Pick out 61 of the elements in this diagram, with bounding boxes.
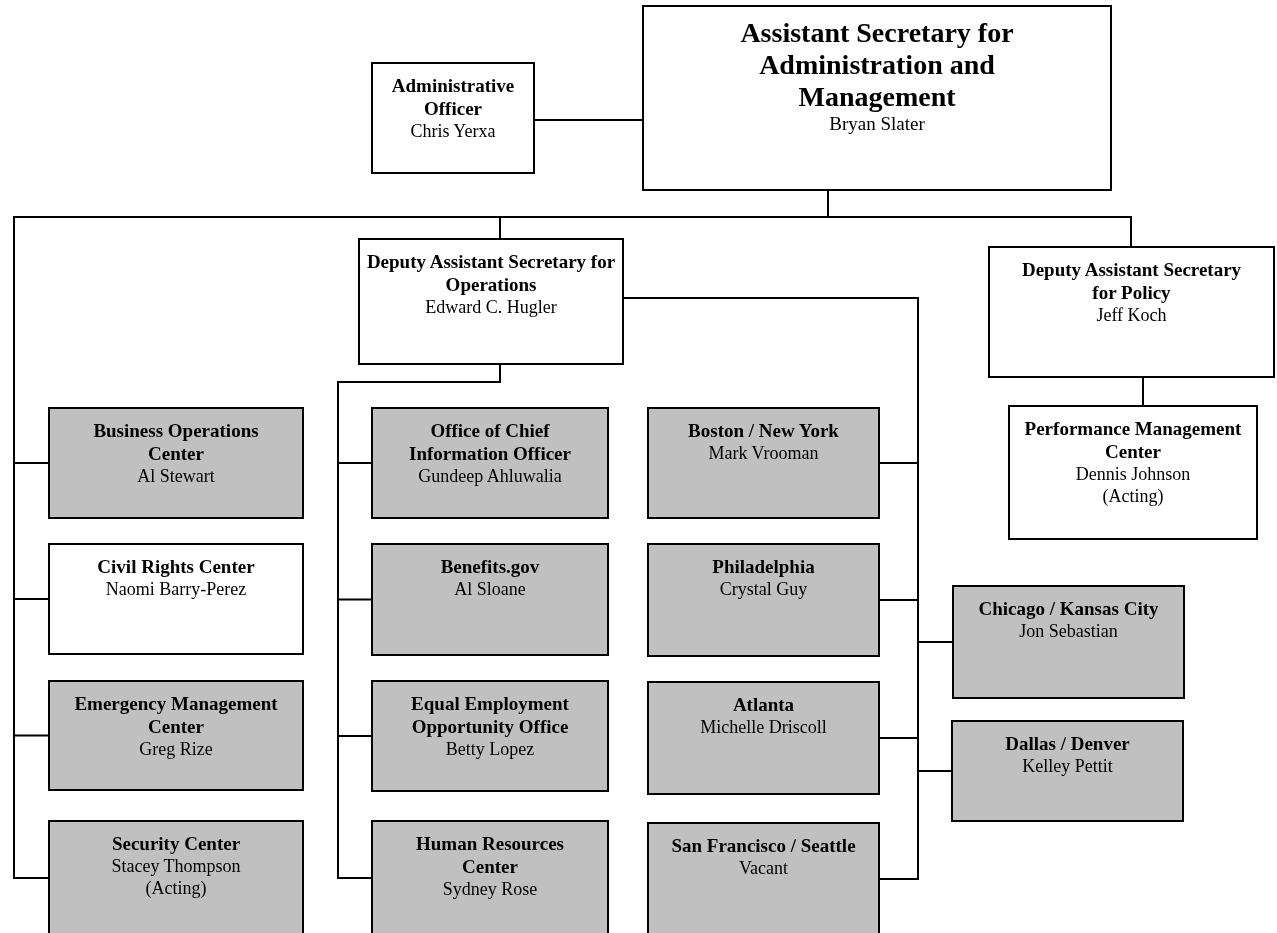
- person-name: Gundeep Ahluwalia: [417, 465, 563, 487]
- person-name: (Acting): [1101, 485, 1165, 507]
- org-box: [48, 820, 304, 933]
- person-name: Bryan Slater: [828, 113, 926, 135]
- unit-title: Atlanta: [731, 693, 796, 716]
- unit-title: Administrative Officer: [390, 74, 516, 120]
- person-name: Stacey Thompson: [110, 855, 242, 877]
- org-box: [371, 820, 609, 933]
- person-name: Al Sloane: [453, 578, 527, 600]
- unit-title: Dallas / Denver: [1004, 732, 1131, 755]
- person-name: Kelley Pettit: [1021, 755, 1114, 777]
- org-box: [951, 720, 1184, 822]
- org-box: [642, 5, 1112, 191]
- org-box: [48, 407, 304, 519]
- unit-title: Boston / New York: [687, 419, 840, 442]
- person-name: Betty Lopez: [444, 738, 536, 760]
- org-box: [371, 680, 609, 792]
- unit-title: Chicago / Kansas City: [977, 597, 1160, 620]
- org-box: [952, 585, 1185, 699]
- person-name: Chris Yerxa: [409, 120, 497, 142]
- unit-title: Deputy Assistant Secretary for Policy: [1021, 258, 1242, 304]
- person-name: (Acting): [144, 877, 208, 899]
- unit-title: Civil Rights Center: [96, 555, 256, 578]
- unit-title: Deputy Assistant Secretary for Operations: [366, 250, 616, 296]
- org-box: [358, 238, 624, 365]
- unit-title: Office of Chief Information Officer: [408, 419, 572, 465]
- connector-line: [534, 119, 643, 121]
- org-box: [988, 246, 1275, 378]
- person-name: Jon Sebastian: [1018, 620, 1119, 642]
- org-box: [48, 543, 304, 655]
- org-box: [647, 822, 880, 933]
- org-box: [371, 543, 609, 656]
- person-name: Al Stewart: [136, 465, 216, 487]
- unit-title: Equal Employment Opportunity Office: [410, 692, 570, 738]
- connector-line: [1142, 377, 1144, 406]
- unit-title: Human Resources Center: [415, 832, 565, 878]
- unit-title: Assistant Secretary for Administration and Management: [739, 17, 1015, 113]
- org-box: [647, 407, 880, 519]
- unit-title: Security Center: [110, 832, 242, 855]
- person-name: Crystal Guy: [718, 578, 809, 600]
- org-box: [371, 62, 535, 174]
- person-name: Edward C. Hugler: [424, 296, 558, 318]
- person-name: Greg Rize: [138, 738, 214, 760]
- unit-title: San Francisco / Seattle: [670, 834, 857, 857]
- org-box: [371, 407, 609, 519]
- unit-title: Business Operations Center: [92, 419, 260, 465]
- org-box: [48, 680, 304, 791]
- person-name: Dennis Johnson: [1074, 463, 1192, 485]
- unit-title: Benefits.gov: [439, 555, 541, 578]
- org-box: [647, 681, 880, 795]
- unit-title: Emergency Management Center: [73, 692, 279, 738]
- unit-title: Performance Management Center: [1023, 417, 1243, 463]
- person-name: Sydney Rose: [441, 878, 539, 900]
- person-name: Vacant: [738, 857, 789, 879]
- person-name: Jeff Koch: [1095, 304, 1168, 326]
- org-box: [647, 543, 880, 657]
- person-name: Mark Vrooman: [707, 442, 820, 464]
- person-name: Naomi Barry-Perez: [104, 578, 248, 600]
- org-box: [1008, 405, 1258, 540]
- person-name: Michelle Driscoll: [699, 716, 828, 738]
- unit-title: Philadelphia: [711, 555, 816, 578]
